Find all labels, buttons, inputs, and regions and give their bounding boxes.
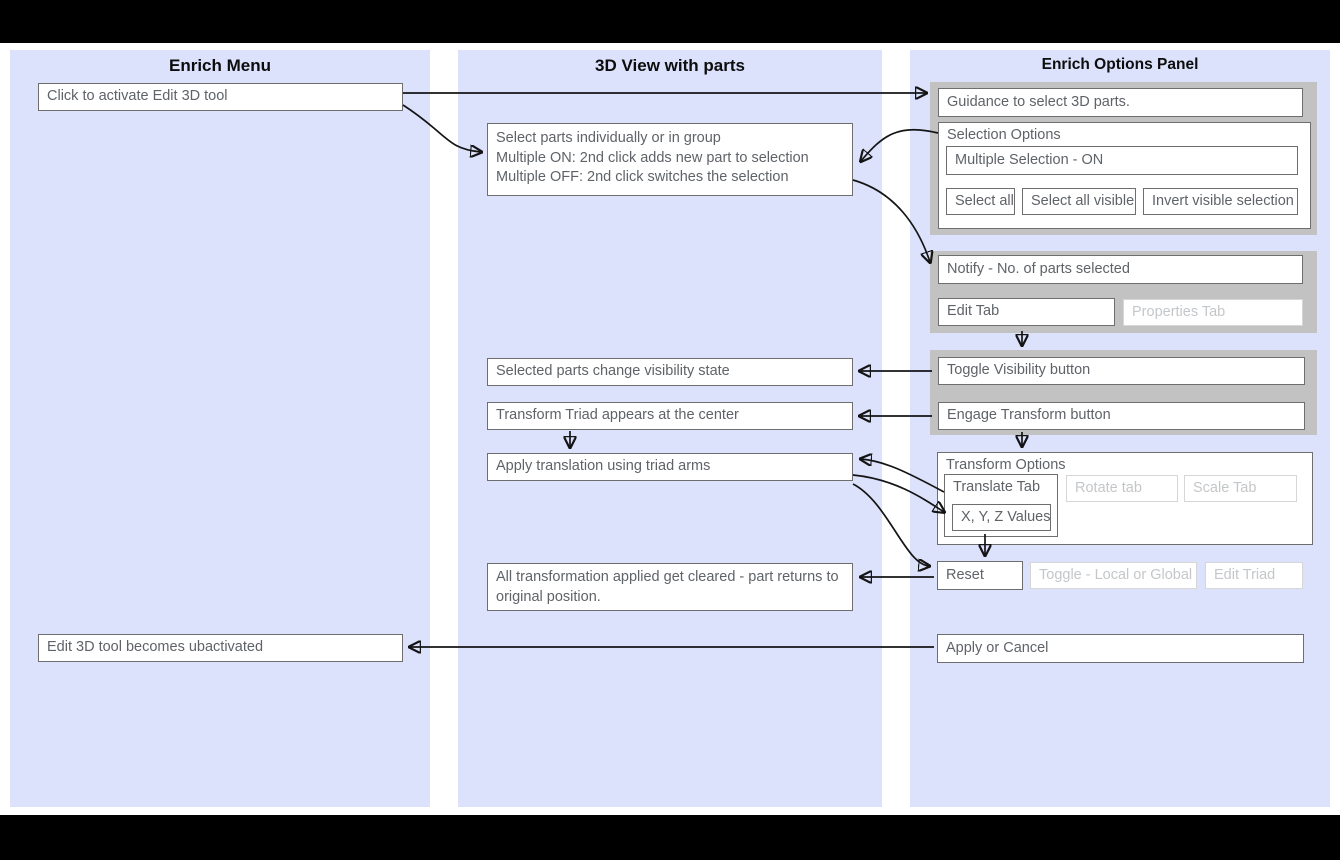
top-black-bar: [0, 0, 1340, 43]
bottom-black-bar: [0, 815, 1340, 860]
rotate-tab[interactable]: Rotate tab: [1066, 475, 1178, 502]
properties-tab[interactable]: Properties Tab: [1123, 299, 1303, 326]
edit-tab[interactable]: Edit Tab: [938, 298, 1115, 326]
lane-title-3d-view: 3D View with parts: [595, 56, 745, 75]
panel-selection-options: Selection Options Multiple Selection - O…: [938, 122, 1311, 229]
transform-options-label: Transform Options: [946, 457, 1066, 473]
node-triad-appears: Transform Triad appears at the center: [487, 402, 853, 430]
lane-title-enrich-menu: Enrich Menu: [168, 56, 271, 75]
node-guidance: Guidance to select 3D parts.: [938, 88, 1303, 117]
select-parts-line-2: Multiple ON: 2nd click adds new part to …: [496, 149, 809, 166]
toggle-local-global-button[interactable]: Toggle - Local or Global: [1030, 562, 1197, 589]
select-parts-line-1: Select parts individually or in group: [496, 130, 721, 146]
apply-or-cancel-button[interactable]: Apply or Cancel: [937, 634, 1304, 663]
node-apply-translation: Apply translation using triad arms: [487, 453, 853, 481]
panel-transform-options: Transform Options Translate Tab X, Y, Z …: [937, 452, 1313, 545]
node-select-parts: Select parts individually or in group Mu…: [487, 123, 853, 196]
scale-tab[interactable]: Scale Tab: [1184, 475, 1297, 502]
edit-triad-button[interactable]: Edit Triad: [1205, 562, 1303, 589]
engage-transform-button[interactable]: Engage Transform button: [938, 402, 1305, 430]
multiple-selection-state[interactable]: Multiple Selection - ON: [946, 146, 1298, 175]
select-parts-line-3: Multiple OFF: 2nd click switches the sel…: [496, 169, 789, 186]
invert-visible-selection-button[interactable]: Invert visible selection: [1143, 188, 1298, 215]
node-edit-3d-unactivated: Edit 3D tool becomes ubactivated: [38, 634, 403, 662]
select-all-button[interactable]: Select all: [946, 188, 1015, 215]
select-all-visible-button[interactable]: Select all visible: [1022, 188, 1136, 215]
toggle-visibility-button[interactable]: Toggle Visibility button: [938, 357, 1305, 385]
xyz-values-field[interactable]: X, Y, Z Values: [952, 504, 1051, 531]
selection-options-label: Selection Options: [947, 127, 1061, 143]
translate-tab[interactable]: Translate Tab X, Y, Z Values: [944, 474, 1058, 537]
node-activate-edit-3d: Click to activate Edit 3D tool: [38, 83, 403, 111]
node-visibility-state: Selected parts change visibility state: [487, 358, 853, 386]
lane-title-options-panel: Enrich Options Panel: [1041, 56, 1199, 73]
translate-tab-label: Translate Tab: [953, 479, 1041, 495]
lane-enrich-menu: Enrich Menu: [10, 50, 430, 807]
node-transform-cleared: All transformation applied get cleared -…: [487, 563, 853, 611]
node-notify-parts-selected: Notify - No. of parts selected: [938, 255, 1303, 284]
reset-button[interactable]: Reset: [937, 561, 1023, 590]
